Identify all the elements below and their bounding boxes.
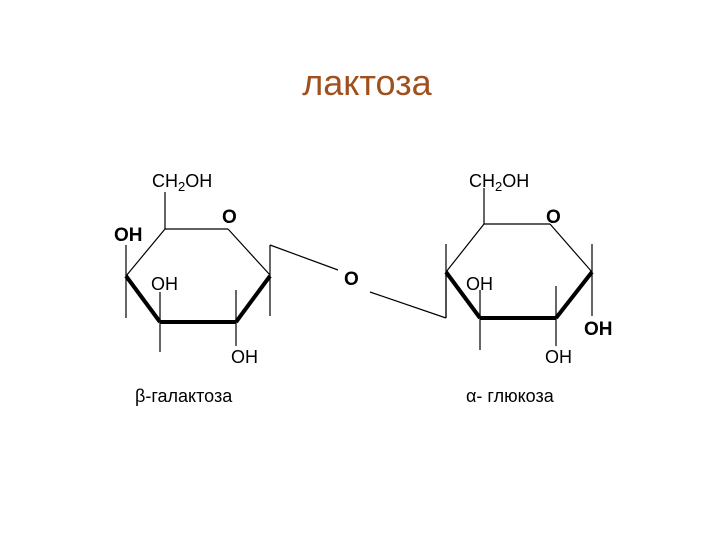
galactose-ring-oxygen: O: [222, 207, 237, 228]
galactose-ch2oh-suffix: OH: [185, 171, 213, 191]
galactose-oh-left-label: OH: [114, 225, 143, 246]
galactose-ch2oh-label: CH2OH: [152, 172, 212, 193]
glucose-ch2oh-suffix: OH: [502, 171, 530, 191]
glucose-ring: [444, 188, 594, 350]
glucose-oh-right-label: OH: [584, 319, 613, 340]
galactose-ch2oh-prefix: CH: [152, 171, 178, 191]
glucose-ring-bond-right-front: [554, 270, 594, 320]
glucose-caption: α- глюкоза: [466, 386, 554, 406]
bridge-right-bond: [369, 291, 447, 319]
galactose-ring: [124, 192, 272, 352]
glucose-ch2oh-label: CH2OH: [469, 172, 529, 193]
glucose-oh-bottom-label: OH: [545, 347, 572, 367]
glucose-ring-bond-o-right: [549, 223, 593, 273]
bridge-oxygen: O: [344, 269, 359, 290]
galactose-ch2oh-subscript: 2: [178, 179, 186, 194]
glucose-ch2oh-prefix: CH: [469, 171, 495, 191]
glucose-oh-inner-label: OH: [466, 274, 493, 294]
galactose-oh-inner-label: OH: [151, 274, 178, 294]
galactose-caption: β-галактоза: [135, 386, 233, 406]
galactose-oh-bottom-label: OH: [231, 347, 258, 367]
title: лактоза: [302, 62, 432, 103]
glucose-ring-bond-left-top: [445, 223, 485, 273]
galactose-ring-bond-o-right: [227, 228, 271, 276]
galactose-ring-bond-right-front: [234, 274, 272, 324]
glucose-ch2oh-subscript: 2: [495, 179, 503, 194]
glucose-ring-oxygen: O: [546, 207, 561, 228]
bridge-left-bond: [269, 244, 339, 271]
galactose-ring-bond-left-top: [125, 228, 166, 277]
glucose-ring-bond-left-front: [444, 270, 482, 320]
galactose-ring-bond-left-front: [124, 274, 162, 324]
